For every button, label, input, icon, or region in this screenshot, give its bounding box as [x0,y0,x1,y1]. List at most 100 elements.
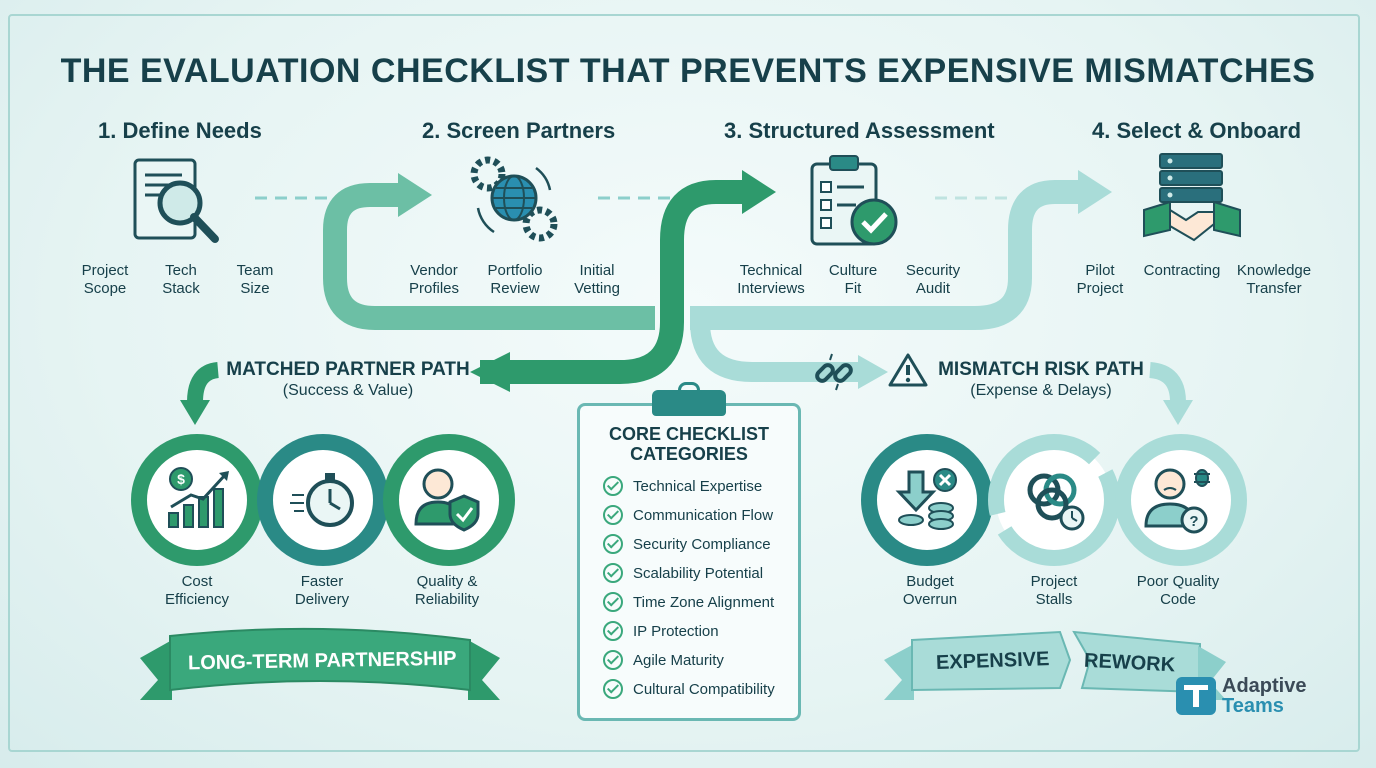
arrow-head-matched [470,352,510,392]
person-shield-icon [414,468,480,532]
worried-person-bug-icon: ? [1144,468,1210,534]
banner-matched [169,627,471,692]
step4-item-knowledge-transfer: Knowledge Transfer [1236,262,1312,297]
document-magnifier-icon [133,158,219,243]
step3-title: 3. Structured Assessment [724,118,995,143]
step1-item-tech-stack: Tech Stack [162,262,200,297]
step2-item-vendor-profiles: Vendor Profiles [408,262,460,297]
checklist-item: Technical Expertise [603,475,762,497]
checklist-item-label: Communication Flow [633,506,774,524]
stopwatch-icon [290,473,354,527]
mismatch-curl-head [1163,400,1193,425]
checklist-item: Security Compliance [603,533,771,555]
brand-line1: Adaptive [1222,675,1307,697]
checklist-item-label: Agile Maturity [633,651,724,669]
checklist-item: Agile Maturity [603,649,724,671]
arrow-to-step3 [480,180,742,384]
mismatch-path-title: MISMATCH RISK PATH [938,359,1144,380]
warning-triangle-icon [888,353,928,387]
brand-name: Adaptive Teams [1222,676,1306,716]
step1-item-project-scope: Project Scope [81,262,129,297]
checklist-item: Cultural Compatibility [603,678,775,700]
banner-mismatch-left-tail [884,644,914,700]
checklist-item: Communication Flow [603,504,773,526]
banner-long-term-partnership: LONG-TERM PARTNERSHIP [187,647,457,675]
matched-curl-head [180,400,210,425]
step4-title: 4. Select & Onboard [1092,118,1302,143]
banner-expensive: EXPENSIVE [935,648,1050,674]
arrow-to-mismatch [690,321,860,382]
step3-item-culture-fit: Culture Fit [828,262,878,297]
check-circle-icon [603,650,623,670]
checklist-item: Time Zone Alignment [603,591,774,613]
checklist-item-label: Technical Expertise [633,477,763,495]
banner-rework: REWORK [1083,649,1176,677]
arrow-head-step2 [398,173,432,217]
outcome-budget-overrun: Budget Overrun [902,573,958,608]
checklist-item: Scalability Potential [603,562,763,584]
outcome-quality-reliability: Quality & Reliability [414,573,480,608]
step3-item-security-audit: Security Audit [905,262,961,297]
dollar-chart-icon: $ [168,467,229,528]
banner-mismatch-right [1072,630,1201,694]
step2-item-initial-vetting: Initial Vetting [574,262,620,297]
check-circle-icon [603,679,623,699]
checklist-item-label: Cultural Compatibility [633,680,775,698]
check-circle-icon [603,592,623,612]
outcome-poor-quality-code: Poor Quality Code [1136,573,1220,608]
banner-mismatch-left [911,630,1072,692]
server-handshake-icon [1143,153,1241,242]
check-circle-icon [603,534,623,554]
arrow-head-step4 [1078,170,1112,214]
outcome-project-stalls: Project Stalls [1030,573,1078,608]
page-title: THE EVALUATION CHECKLIST THAT PREVENTS E… [60,52,1316,90]
checklist-item: IP Protection [603,620,719,642]
check-circle-icon [603,476,623,496]
brand-mark-icon [1176,677,1216,715]
brand-line2: Teams [1222,695,1284,717]
clipboard-check-icon [810,155,898,246]
step1-title: 1. Define Needs [98,118,262,143]
outcome-faster-delivery: Faster Delivery [294,573,350,608]
step4-item-contracting: Contracting [1143,262,1221,279]
step1-item-team-size: Team Size [236,262,274,297]
arrow-to-step4 [690,180,1078,330]
check-circle-icon [603,621,623,641]
arrow-to-step2 [323,183,655,330]
svg-text:?: ? [1189,513,1198,530]
outcome-cost-efficiency: Cost Efficiency [165,573,229,608]
step4-item-pilot-project: Pilot Project [1076,262,1124,297]
step3-item-technical-interviews: Technical Interviews [737,262,805,297]
brand-logo: Adaptive Teams [1176,676,1306,716]
step2-title: 2. Screen Partners [422,118,616,143]
arrow-head-mismatch [858,355,888,389]
arrow-head-step3 [742,170,776,214]
matched-path-subtitle: (Success & Value) [282,382,414,399]
mismatch-path-subtitle: (Expense & Delays) [970,382,1112,399]
check-circle-icon [603,563,623,583]
broken-link-icon [815,353,853,391]
ring-cost [131,434,263,566]
ring-quality [383,434,515,566]
matched-path-title: MATCHED PARTNER PATH [226,359,470,380]
banner-matched-right-tail [468,640,500,700]
checklist-item-label: Security Compliance [633,535,771,553]
banner-matched-left-tail [140,640,172,700]
checklist-item-label: Time Zone Alignment [633,593,775,611]
tangled-knot-icon [1027,473,1085,531]
check-circle-icon [603,505,623,525]
clipboard-clip [652,390,726,416]
gears-globe-icon [470,156,558,242]
checklist-item-label: Scalability Potential [633,564,764,582]
checklist-title: CORE CHECKLIST CATEGORIES [608,424,769,464]
coins-down-icon [895,468,957,530]
outer-frame [8,14,1360,752]
step2-item-portfolio-review: Portfolio Review [487,262,543,297]
clipboard-ring [678,382,700,396]
ring-code [1115,434,1247,566]
mismatch-curl-arrow [1148,362,1186,403]
svg-text:$: $ [177,471,185,487]
matched-curl-arrow [187,362,220,403]
